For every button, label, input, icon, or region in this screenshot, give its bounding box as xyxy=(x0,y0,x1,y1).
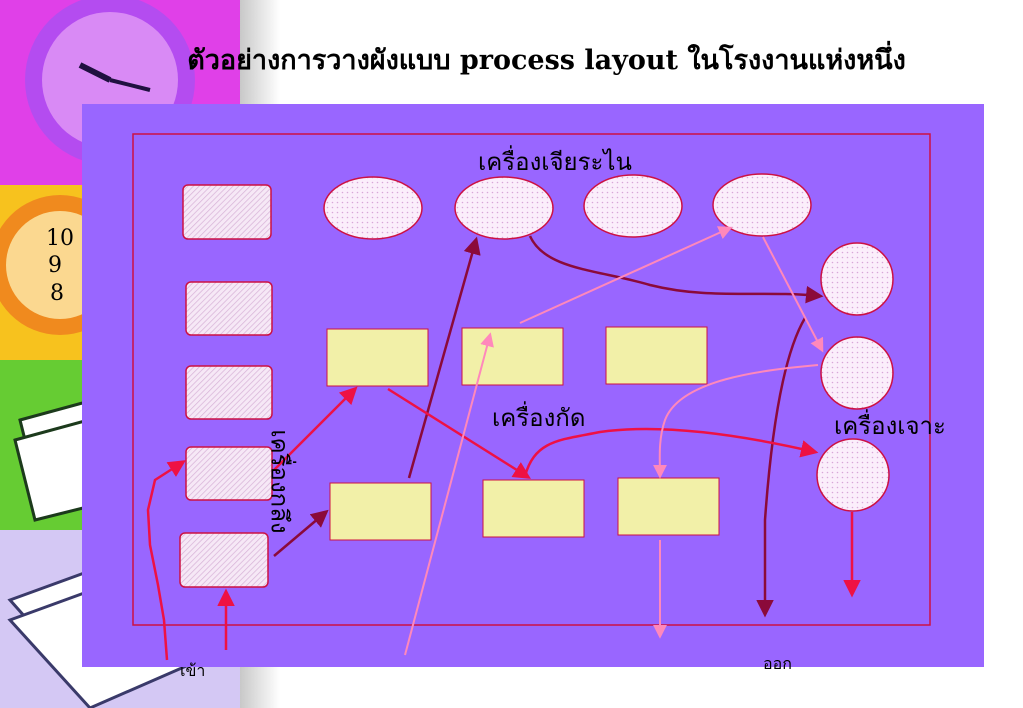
flow-arrow xyxy=(404,332,494,656)
lathe-machine xyxy=(182,184,272,240)
entry-label: เข้า xyxy=(180,661,206,680)
milling-machine xyxy=(326,328,429,387)
lathe-machine xyxy=(185,281,273,336)
flow-arrow xyxy=(762,236,824,353)
svg-text:10: 10 xyxy=(46,226,74,251)
lathe-label: เครื่องกลึง xyxy=(265,429,294,534)
grinding-machines xyxy=(323,173,812,240)
svg-text:8: 8 xyxy=(50,281,64,306)
milling-label: เครื่องกัด xyxy=(492,404,586,432)
drilling-machines xyxy=(816,242,894,512)
drilling-machine xyxy=(820,242,894,316)
milling-machine xyxy=(605,326,708,385)
flow-arrow xyxy=(652,364,819,479)
exit-label: ออก xyxy=(763,654,792,673)
grinding-machine xyxy=(454,176,554,240)
grinding-machine xyxy=(712,173,812,237)
drilling-machine xyxy=(820,336,894,410)
flow-arrow xyxy=(523,427,819,477)
lathe-machines xyxy=(179,184,273,588)
grinding-label: เครื่องเจียระไน xyxy=(478,148,632,176)
flow-arrow xyxy=(407,236,481,479)
grinding-machine xyxy=(583,174,683,238)
flow-arrow xyxy=(387,387,531,479)
flow-arrow xyxy=(273,386,358,471)
flow-arrow xyxy=(519,226,733,324)
lathe-machine xyxy=(179,532,269,588)
grinding-machine xyxy=(323,176,423,240)
flow-arrow xyxy=(273,509,329,557)
milling-machine xyxy=(329,482,432,541)
lathe-machine xyxy=(185,365,273,420)
flow-arrow xyxy=(146,460,186,661)
drilling-label: เครื่องเจาะ xyxy=(834,412,946,440)
drilling-machine xyxy=(816,438,890,512)
svg-text:9: 9 xyxy=(48,253,62,278)
milling-machine xyxy=(461,327,564,386)
page-title: ตัวอย่างการวางผังแบบ process layout ในโร… xyxy=(187,45,906,76)
milling-machines xyxy=(326,326,720,541)
flow-arrow xyxy=(528,235,824,304)
flow-arrow xyxy=(756,317,807,618)
lathe-machine xyxy=(185,446,273,501)
milling-machine xyxy=(482,479,585,538)
factory-boundary xyxy=(132,133,931,626)
milling-machine xyxy=(617,477,720,536)
